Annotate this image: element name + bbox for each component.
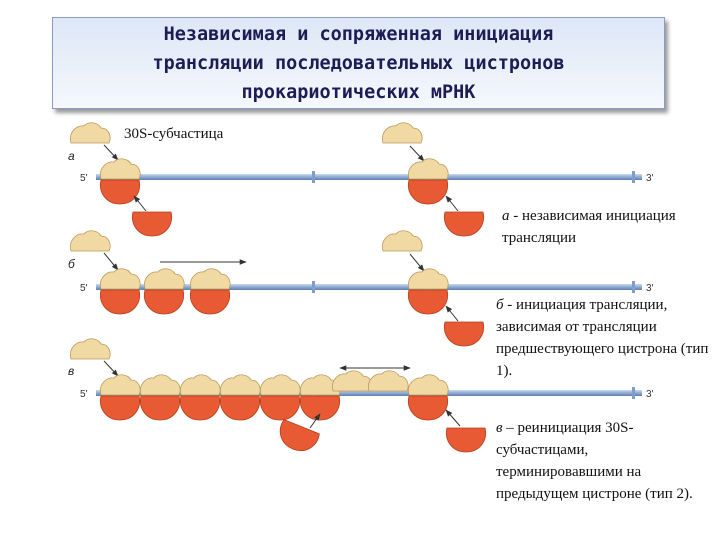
free-30s-subunit-row-a-2	[381, 122, 423, 144]
five-prime-label: 5'	[80, 173, 88, 184]
mrna-marker-0-3	[632, 171, 635, 183]
mrna-strand-1	[96, 284, 642, 290]
ribosome-row-b-2-large-subunit	[143, 289, 185, 315]
three-prime-label: 3'	[646, 283, 654, 294]
title-box: Независимая и сопряженная инициация тран…	[52, 17, 665, 109]
binding-arrow-row-a-3	[409, 145, 425, 162]
five-prime-label: 5'	[80, 389, 88, 400]
ribosome-row-b-1-small-subunit	[99, 268, 141, 290]
ribosome-row-c-4-large-subunit	[219, 395, 261, 421]
title-line-3: прокариотических мРНК	[241, 81, 476, 103]
binding-arrow-row-b-2	[409, 253, 425, 272]
free-50s-subunit-row-b	[443, 321, 485, 347]
caption-c-letter: в	[496, 420, 503, 436]
ribosome-row-b-2-small-subunit	[143, 268, 185, 290]
row-letter: а	[68, 149, 75, 163]
ribosome-row-b-4-large-subunit	[407, 289, 449, 315]
ribosome-row-c-3-small-subunit	[179, 374, 221, 396]
caption-a: а - независимая инициация трансляции	[500, 204, 720, 250]
ribosome-row-b-3-small-subunit	[189, 268, 231, 290]
mrna-strand-2	[96, 390, 642, 396]
five-prime-label: 5'	[80, 283, 88, 294]
free-30s-subunit-row-b-2	[381, 230, 423, 252]
mrna-marker-2-3	[632, 387, 635, 399]
title-line-1: Независимая и сопряженная инициация	[163, 23, 554, 45]
ribosome-row-c-3-large-subunit	[179, 395, 221, 421]
caption-c-text: – реинициация 30S-субчастицами, терминир…	[496, 420, 693, 502]
free-50s-subunit-row-a	[131, 211, 173, 237]
three-prime-label: 3'	[646, 389, 654, 400]
ribosome-row-c-2-small-subunit	[139, 374, 181, 396]
binding-arrow-row-b-3	[445, 305, 459, 322]
free-30s-subunit-row-c	[69, 338, 111, 360]
ribosome-row-a-2-large-subunit	[407, 179, 449, 205]
binding-arrow-row-c-1	[103, 360, 119, 377]
caption-c: в – реинициация 30S-субчастицами, термин…	[494, 416, 698, 506]
caption-a-text: - независимая инициация трансляции	[502, 208, 676, 246]
free-50s-subunit-row-a-2	[443, 211, 485, 237]
ribosome-row-c-1-large-subunit	[99, 395, 141, 421]
ribosome-row-c-4-small-subunit	[219, 374, 261, 396]
caption-a-letter: а	[502, 208, 510, 224]
free-30s-subunit-row-a	[69, 122, 111, 144]
ribosome-row-b-4-small-subunit	[407, 268, 449, 290]
row-letter: в	[68, 364, 74, 378]
released-50s-subunit-row-c	[279, 419, 320, 451]
ribosome-row-a-1-large-subunit	[99, 179, 141, 205]
release-arrow-row-c	[309, 413, 321, 429]
mrna-marker-1-1	[312, 281, 315, 293]
mrna-marker-0-1	[312, 171, 315, 183]
ribosome-row-c-5-large-subunit	[259, 395, 301, 421]
ribosome-row-b-1-large-subunit	[99, 289, 141, 315]
ribosome-row-c-7-large-subunit	[407, 395, 449, 421]
mrna-strand-0	[96, 174, 642, 180]
ribosome-row-a-2-small-subunit	[407, 158, 449, 180]
caption-b-text: - инициация трансляции, зависимая от тра…	[496, 297, 709, 379]
caption-b: б - инициация трансляции, зависимая от т…	[494, 293, 720, 383]
ribosome-row-b-3-large-subunit	[189, 289, 231, 315]
ribosome-row-c-5-small-subunit	[259, 374, 301, 396]
sliding-30s-subunit-row-c-2	[367, 370, 409, 392]
three-prime-label: 3'	[646, 173, 654, 184]
ribosome-row-c-7-small-subunit	[407, 374, 449, 396]
binding-arrow-row-a-1	[103, 144, 119, 161]
binding-arrow-row-a-2	[133, 195, 147, 212]
ribosome-row-c-1-small-subunit	[99, 374, 141, 396]
row-letter: б	[68, 257, 76, 271]
sliding-30s-subunit-row-c-1	[331, 370, 373, 392]
caption-b-letter: б	[496, 297, 504, 313]
free-30s-subunit-row-b	[69, 230, 111, 252]
free-50s-subunit-row-c	[445, 427, 487, 453]
ribosome-row-c-6-large-subunit	[299, 395, 341, 421]
subunit-30s-label: 30S-субчастица	[124, 126, 224, 142]
binding-arrow-row-c-2	[445, 409, 461, 427]
binding-arrow-row-b-1	[103, 252, 119, 271]
mrna-marker-1-3	[632, 281, 635, 293]
ribosome-row-c-2-large-subunit	[139, 395, 181, 421]
ribosome-row-a-1-small-subunit	[99, 158, 141, 180]
binding-arrow-row-a-4	[445, 195, 459, 212]
title-line-2: трансляции последовательных цистронов	[152, 52, 565, 74]
